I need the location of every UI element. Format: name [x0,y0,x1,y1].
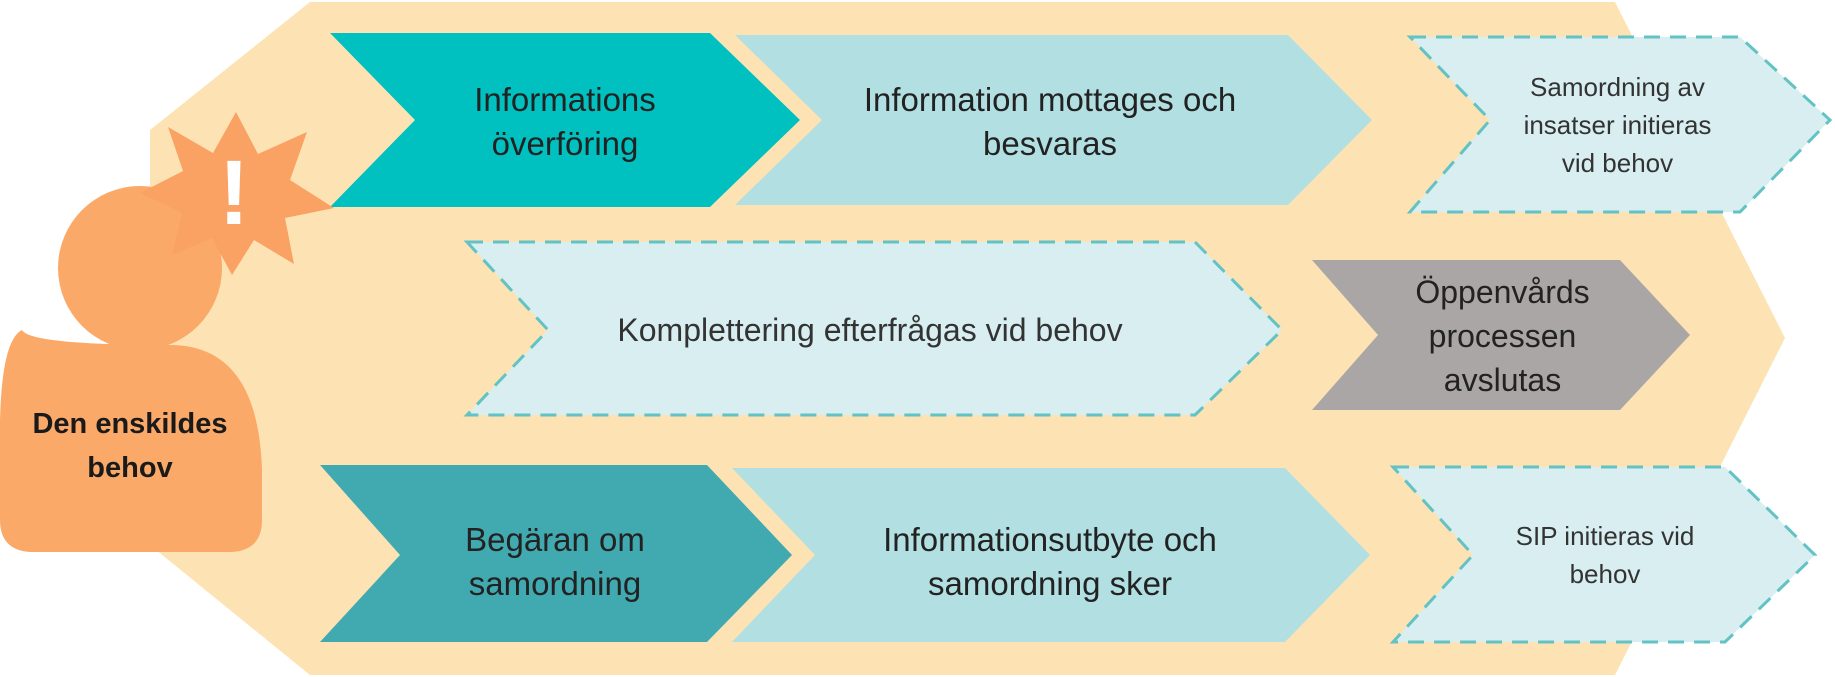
step-label-informationsutbyte: Informationsutbyte och samordning sker [883,521,1217,602]
step-label-sip-initieras: SIP initieras vid behov [1515,521,1695,589]
step-label-begaran-om-samordning: Begäran om samordning [465,521,645,602]
step-arrow-begaran-om-samordning [320,465,792,642]
step-label-komplettering: Komplettering efterfrågas vid behov [617,312,1123,348]
person-body [0,330,262,552]
step-label-information-mottages: Information mottages och besvaras [863,81,1237,162]
step-label-informationsoverforing: Informations överföring [474,81,656,162]
step-arrow-oppenvardsprocessen [1312,260,1690,410]
step-arrow-komplettering [463,240,1285,417]
step-arrow-sip-initieras [1389,465,1818,644]
alert-symbol: ! [218,141,250,244]
step-arrow-informationsutbyte [732,468,1370,642]
step-label-samordning-av-insatser: Samordning av insatser initieras vid beh… [1523,72,1712,178]
step-label-oppenvardsprocessen: Öppenvårds processen avslutas [1415,273,1590,398]
alert-exclamation-icon: ! [212,138,256,248]
step-arrow-samordning-av-insatser [1406,35,1833,214]
step-arrow-information-mottages [735,35,1372,205]
alert-burst-icon [140,112,334,275]
person-label: Den enskildes behov [32,408,228,484]
step-arrow-informationsoverforing [330,33,800,207]
